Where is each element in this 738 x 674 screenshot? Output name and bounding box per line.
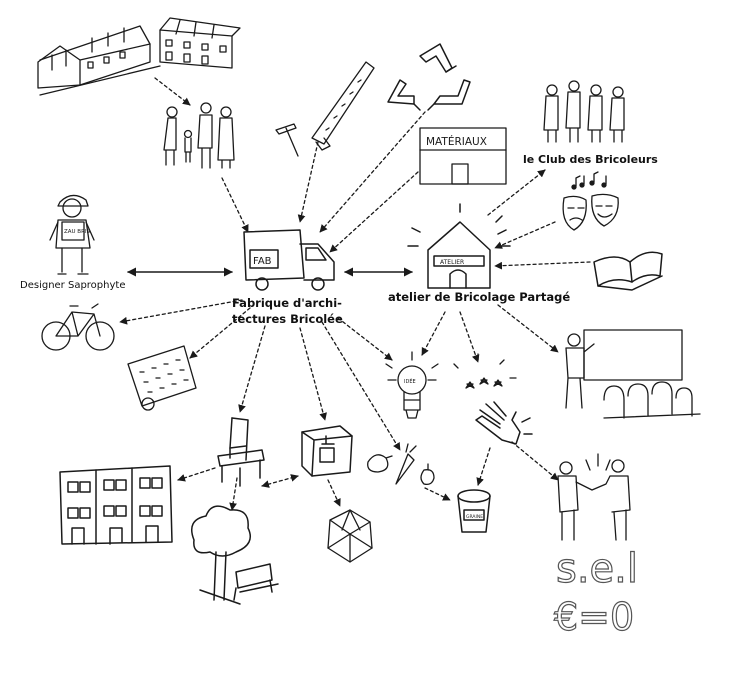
arrow-houses-to-people	[154, 77, 191, 106]
arrow-fab-to-carrot	[321, 321, 401, 451]
atelier-house-sketch	[407, 203, 511, 289]
arrow-hand-to-bucket	[476, 447, 491, 486]
atelier-label: atelier de Bricolage Partagé	[388, 290, 571, 304]
truck-sign-text: FAB	[253, 256, 272, 267]
arrow-materials-to-fab	[329, 171, 419, 253]
arrow-fab-to-chair	[238, 325, 266, 413]
arrow-printer-to-gem	[327, 479, 341, 507]
materials-shop-sketch	[419, 127, 507, 185]
arrow-recycle-to-fab	[319, 111, 426, 233]
shirt-text: ZAU BRIS	[64, 229, 91, 235]
bicycle-sketch	[41, 303, 115, 351]
chair-sketch	[217, 417, 265, 487]
lightbulb-icon	[385, 351, 439, 419]
bulb-text: IDÉE	[404, 377, 416, 385]
hammer-saw-sketch	[275, 61, 375, 157]
arrow-carrot-to-bucket	[424, 487, 451, 501]
designer-figure-sketch	[49, 194, 95, 275]
euro-zero-text: €=0	[554, 595, 634, 639]
seed-sheet-sketch	[127, 345, 197, 411]
seed-bucket-sketch	[457, 489, 491, 533]
designer-label: Designer Saprophyte	[20, 280, 126, 291]
arrow-hand-to-handshake	[511, 441, 559, 481]
open-book-sketch	[593, 251, 663, 291]
arrow-book-to-atelier	[494, 261, 591, 270]
presentation-sketch	[565, 329, 701, 419]
bucket-text: GRAINE	[466, 514, 483, 520]
arrow-chair-printer-link	[261, 474, 299, 488]
theatre-masks-sketch	[562, 171, 619, 231]
arrow-masks-to-atelier	[494, 221, 556, 249]
stars-sketch	[453, 353, 517, 389]
building-sketch	[59, 465, 173, 545]
arrow-chair-to-tree	[229, 477, 238, 511]
club-figures-sketch	[543, 80, 625, 143]
atelier-sign-text: ATELIER	[440, 259, 464, 266]
arrow-atelier-to-club	[487, 169, 546, 216]
arrow-chair-to-building	[177, 467, 216, 482]
arrow-fab-to-bike	[119, 299, 243, 325]
club-label: le Club des Bricoleurs	[523, 153, 658, 166]
3d-printer-sketch	[301, 425, 353, 477]
materials-sign-text: MATÉRIAUX	[426, 135, 487, 148]
dashed-arrows	[119, 77, 591, 511]
recycle-icon	[387, 43, 471, 111]
arrow-atelier-to-bulb	[421, 311, 446, 356]
arrow-fab-to-printer	[299, 327, 327, 421]
arrow-fab-to-bulb	[337, 317, 393, 361]
handshake-sketch	[557, 453, 631, 541]
row-houses-sketch	[37, 17, 241, 96]
arrow-fab-to-seeds	[189, 307, 251, 359]
arrow-atelier-to-audience	[497, 304, 559, 353]
fab-label-line2: tectures Bricolée	[232, 312, 343, 326]
gem-sketch	[327, 509, 373, 563]
arrow-people-to-fab	[221, 177, 249, 233]
food-sketch	[367, 443, 435, 486]
arrow-atelier-to-stars	[459, 311, 480, 363]
sel-logo-text: s.e.l	[556, 546, 638, 592]
waving-hand-sketch	[475, 401, 533, 445]
arrow-tools-to-fab	[297, 141, 319, 223]
fab-label-line1: Fabrique d'archi-	[232, 296, 342, 310]
tree-bench-sketch	[191, 505, 279, 605]
fab-truck-sketch	[243, 229, 335, 291]
family-sketch	[163, 102, 235, 169]
